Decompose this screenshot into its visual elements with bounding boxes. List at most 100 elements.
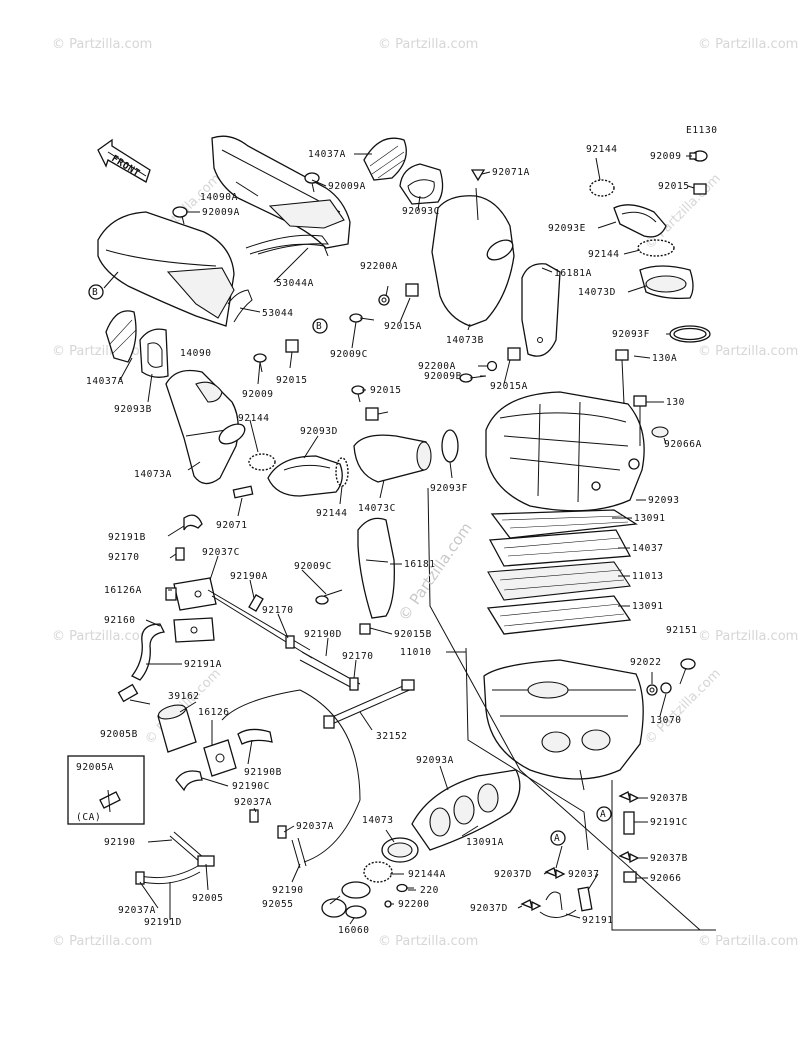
watermark: © Partzilla.com <box>698 37 798 52</box>
hose-92190B <box>237 728 273 745</box>
part-label: 13070 <box>650 715 682 726</box>
part-label: 13091A <box>466 837 504 848</box>
clip-92037B <box>618 791 640 804</box>
part-label: 92144 <box>586 144 618 155</box>
clip-92071 <box>232 485 254 499</box>
part-label: 92151 <box>666 625 698 636</box>
ref-circle-a <box>550 830 566 846</box>
hose-92191C <box>623 811 635 835</box>
part-label: 16181 <box>404 559 436 570</box>
part-label: 92022 <box>630 657 662 668</box>
watermark: © Partzilla.com <box>698 934 798 949</box>
air-duct-14090A <box>211 135 351 249</box>
filter-plate-13091 <box>490 509 638 539</box>
part-label: 92037C <box>202 547 240 558</box>
clamp-16060 <box>345 905 367 919</box>
hose-92191 <box>539 909 577 918</box>
part-label: 92037 <box>568 869 600 880</box>
cover-16181 <box>357 517 395 619</box>
part-label: 92191C <box>650 817 688 828</box>
valve-16126A <box>165 577 217 611</box>
ref-circle-b <box>312 318 328 334</box>
part-label: 92200 <box>398 899 430 910</box>
clamp-92037A <box>135 871 145 885</box>
part-label: 92093F <box>612 329 650 340</box>
seal-92093C <box>399 163 444 205</box>
duct-14073B <box>431 187 515 327</box>
ca-box-title: 92005A <box>76 762 114 773</box>
part-label: 92170 <box>108 552 140 563</box>
leader-lines <box>103 153 695 925</box>
hose-92191B <box>183 514 203 531</box>
part-label: 92037B <box>650 793 688 804</box>
nut-13070 <box>660 682 672 694</box>
part-label: 53044A <box>276 278 314 289</box>
part-label: 92005 <box>192 893 224 904</box>
ca-box-note: (CA) <box>76 812 101 823</box>
part-label: 92066 <box>650 873 682 884</box>
part-label: 14037A <box>86 376 124 387</box>
part-label: 92093 <box>648 495 680 506</box>
part-label: 92191A <box>184 659 222 670</box>
part-label: 14073D <box>578 287 616 298</box>
part-label: 16126 <box>198 707 230 718</box>
watermark: © Partzilla.com <box>52 934 152 949</box>
clip-92037D <box>544 867 566 880</box>
tube-92190A <box>211 595 313 659</box>
collar-92015 <box>693 183 707 195</box>
part-label: 92037A <box>234 797 272 808</box>
cover-16181A <box>521 263 561 357</box>
clip-92037D <box>520 899 542 912</box>
watermark: © Partzilla.com <box>698 629 798 644</box>
part-label: 92190D <box>304 629 342 640</box>
part-label: 92015B <box>394 629 432 640</box>
part-label: 92093F <box>430 483 468 494</box>
part-label: 92160 <box>104 615 136 626</box>
part-label: 92055 <box>262 899 294 910</box>
part-label: 92191 <box>582 915 614 926</box>
duct-14073C <box>353 434 432 483</box>
watermark: © Partzilla.com <box>52 344 152 359</box>
ref-b: B <box>316 321 322 332</box>
part-label: 53044 <box>262 308 294 319</box>
ca-joint-icon <box>67 755 145 825</box>
hose-92190C <box>175 770 203 792</box>
bracket-53044A <box>249 243 329 257</box>
drain-hose <box>545 891 563 911</box>
cap-92055 <box>321 881 371 918</box>
part-label: 92170 <box>342 651 374 662</box>
hose-92191D <box>139 865 201 885</box>
part-label: 92144 <box>316 508 348 519</box>
ref-b: B <box>92 287 98 298</box>
routing-line <box>221 689 361 863</box>
bolt-92009A <box>304 172 320 193</box>
clamp-92170 <box>285 635 295 649</box>
assembly-outline <box>611 780 700 931</box>
part-label: 92200A <box>360 261 398 272</box>
ref-circle-b <box>88 284 104 300</box>
collar-92015A <box>405 283 419 297</box>
housing-cover-92093 <box>485 391 645 512</box>
watermark: © Partzilla.com <box>642 666 724 748</box>
part-label: 92009A <box>202 207 240 218</box>
part-label: 13091 <box>632 601 664 612</box>
part-label: 92144 <box>588 249 620 260</box>
part-label: 14037A <box>308 149 346 160</box>
filter-plate-13091 <box>486 595 632 635</box>
part-label: 92009 <box>242 389 274 400</box>
duct-mouth <box>218 423 246 445</box>
part-labels: 14037A 14090A 92009A 92009A 53044A 53044… <box>86 144 701 936</box>
part-label: 11013 <box>632 571 664 582</box>
part-label: 92200A <box>418 361 456 372</box>
part-label: 130 <box>666 397 685 408</box>
part-label: 92015 <box>658 181 690 192</box>
seal-92093B <box>139 328 169 378</box>
clamp-92037A <box>277 825 287 839</box>
bolt-92009 <box>351 385 365 403</box>
housing-11010 <box>483 659 644 791</box>
seal-92093F-inner <box>673 327 707 341</box>
inlet-14073D <box>639 265 694 300</box>
part-label: 14073B <box>446 335 484 346</box>
bolt-92151 <box>679 658 696 685</box>
bracket-53044A <box>245 234 330 255</box>
